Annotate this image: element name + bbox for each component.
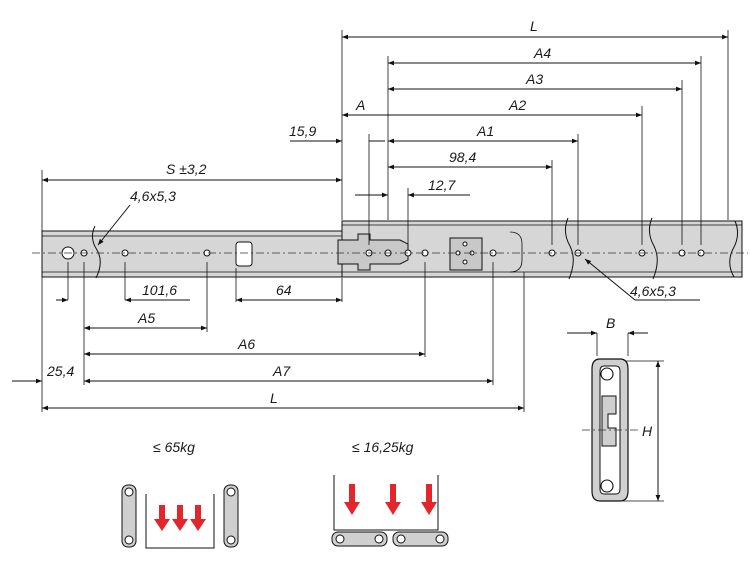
load-arrow-icon — [421, 484, 437, 515]
dimension-labels: L A4 A3 A2 A A1 15,9 S ±3,2 98,4 4,6x5,3… — [46, 18, 676, 406]
extension-lines — [41, 30, 729, 412]
dim-15-9: 15,9 — [289, 123, 316, 139]
dim-H: H — [642, 423, 653, 439]
dim-A4: A4 — [533, 45, 551, 61]
cross-section-view: B H — [567, 315, 664, 502]
dim-25-4: 25,4 — [46, 363, 74, 379]
dim-A6: A6 — [237, 336, 255, 352]
rail-slot — [235, 241, 253, 267]
load-vertical-pictogram: ≤ 16,25kg — [331, 439, 449, 547]
dim-L-top: L — [530, 18, 538, 34]
dim-S: S ±3,2 — [166, 161, 207, 177]
dim-A7: A7 — [272, 363, 291, 379]
inner-rail — [341, 220, 743, 278]
dim-B: B — [606, 315, 615, 331]
dim-hole-right: 4,6x5,3 — [630, 283, 676, 299]
dim-A2: A2 — [508, 97, 526, 113]
load-arrow-icon — [190, 505, 206, 531]
outer-rail — [41, 230, 343, 278]
load-arrow-icon — [344, 484, 360, 515]
dim-L-bottom: L — [270, 390, 278, 406]
dim-64: 64 — [276, 282, 292, 298]
dim-A5: A5 — [137, 310, 155, 326]
load-horizontal-label: ≤ 65kg — [153, 439, 195, 455]
load-arrow-icon — [385, 484, 401, 515]
dim-hole-left: 4,6x5,3 — [130, 188, 176, 204]
dim-98-4: 98,4 — [449, 149, 476, 165]
dim-101-6: 101,6 — [142, 282, 177, 298]
dim-A3: A3 — [525, 71, 543, 87]
rail-bracket — [337, 233, 409, 271]
dim-A1: A1 — [476, 123, 494, 139]
slide-rail-side-view — [32, 217, 748, 280]
dim-A: A — [355, 97, 365, 113]
dimension-lines — [12, 34, 728, 411]
load-arrow-icon — [154, 505, 170, 531]
dim-12-7: 12,7 — [428, 177, 456, 193]
load-arrow-icon — [172, 505, 188, 531]
load-horizontal-pictogram: ≤ 65kg — [121, 439, 239, 549]
load-vertical-label: ≤ 16,25kg — [352, 439, 414, 455]
